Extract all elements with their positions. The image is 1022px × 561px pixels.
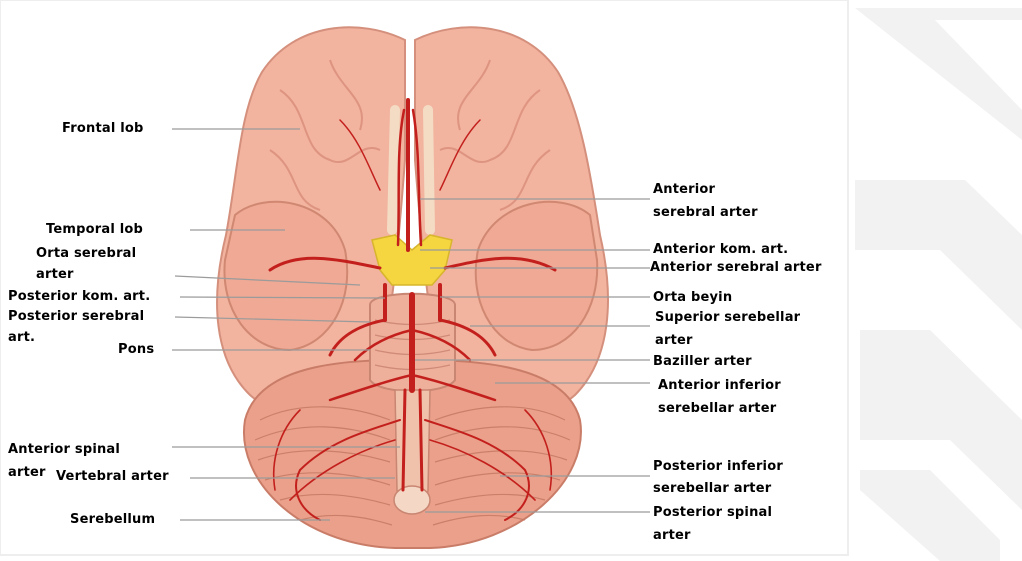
label-superior-serebellar-line2: arter — [655, 331, 693, 351]
label-superior-serebellar-line1: Superior serebellar — [655, 308, 800, 328]
label-temporal-lob: Temporal lob — [46, 220, 143, 240]
label-posterior-serebral-line2: art. — [8, 328, 35, 348]
label-frontal-lob: Frontal lob — [62, 119, 144, 139]
label-pons: Pons — [118, 340, 154, 360]
label-anterior-serebral-line1: Anterior — [653, 180, 715, 200]
label-anterior-serebral-line2: serebral arter — [653, 203, 758, 223]
label-baziller: Baziller arter — [653, 352, 752, 372]
label-pica-line2: serebellar arter — [653, 479, 771, 499]
label-vertebral: Vertebral arter — [56, 467, 169, 487]
label-posterior-spinal-line1: Posterior spinal — [653, 503, 772, 523]
brain-illustration — [217, 27, 608, 548]
label-anterior-spinal-line2: arter — [8, 463, 46, 483]
left-temporal-lobe — [224, 202, 347, 350]
label-anterior-serebral-arter: Anterior serebral arter — [650, 258, 822, 278]
medulla — [395, 390, 430, 501]
label-orta-serebral-line1: Orta serebral — [36, 244, 136, 264]
label-orta-serebral-line2: arter — [36, 265, 74, 285]
label-orta-beyin: Orta beyin — [653, 288, 732, 308]
watermark-chevrons — [855, 8, 1022, 561]
label-aica-line1: Anterior inferior — [658, 376, 781, 396]
label-pica-line1: Posterior inferior — [653, 457, 783, 477]
label-anterior-spinal-line1: Anterior spinal — [8, 440, 120, 460]
label-posterior-kom: Posterior kom. art. — [8, 287, 150, 307]
label-posterior-serebral-line1: Posterior serebral — [8, 307, 144, 327]
label-aica-line2: serebellar arter — [658, 399, 776, 419]
label-serebellum: Serebellum — [70, 510, 155, 530]
label-posterior-spinal-line2: arter — [653, 526, 691, 546]
label-anterior-kom: Anterior kom. art. — [653, 240, 788, 260]
